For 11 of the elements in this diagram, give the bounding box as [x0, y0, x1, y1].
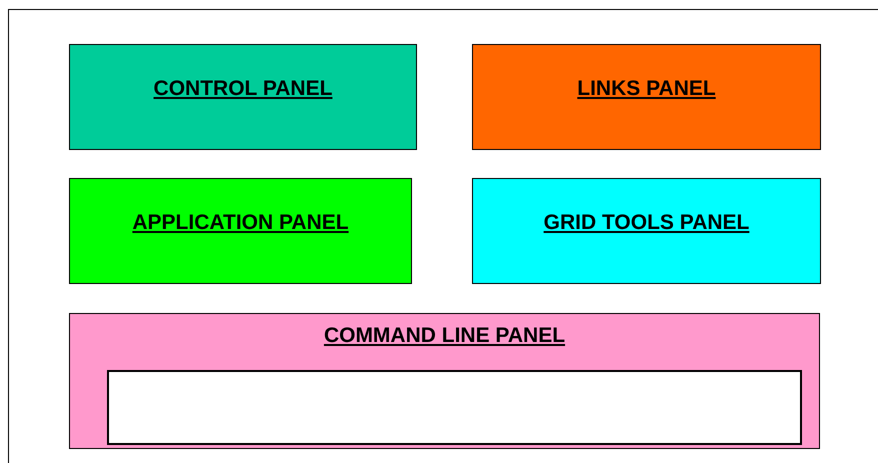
panel: [69, 44, 417, 150]
panel: [69, 313, 820, 449]
input-field: [107, 370, 802, 445]
panel: [69, 178, 412, 284]
panel: [472, 178, 821, 284]
panel-title: APPLICATION PANEL: [132, 211, 349, 235]
panel-title: CONTROL PANEL: [154, 77, 332, 101]
panel-title: LINKS PANEL: [577, 77, 716, 101]
panel: [472, 44, 821, 150]
panel-title: COMMAND LINE PANEL: [324, 324, 566, 348]
panel-title: GRID TOOLS PANEL: [544, 211, 750, 235]
